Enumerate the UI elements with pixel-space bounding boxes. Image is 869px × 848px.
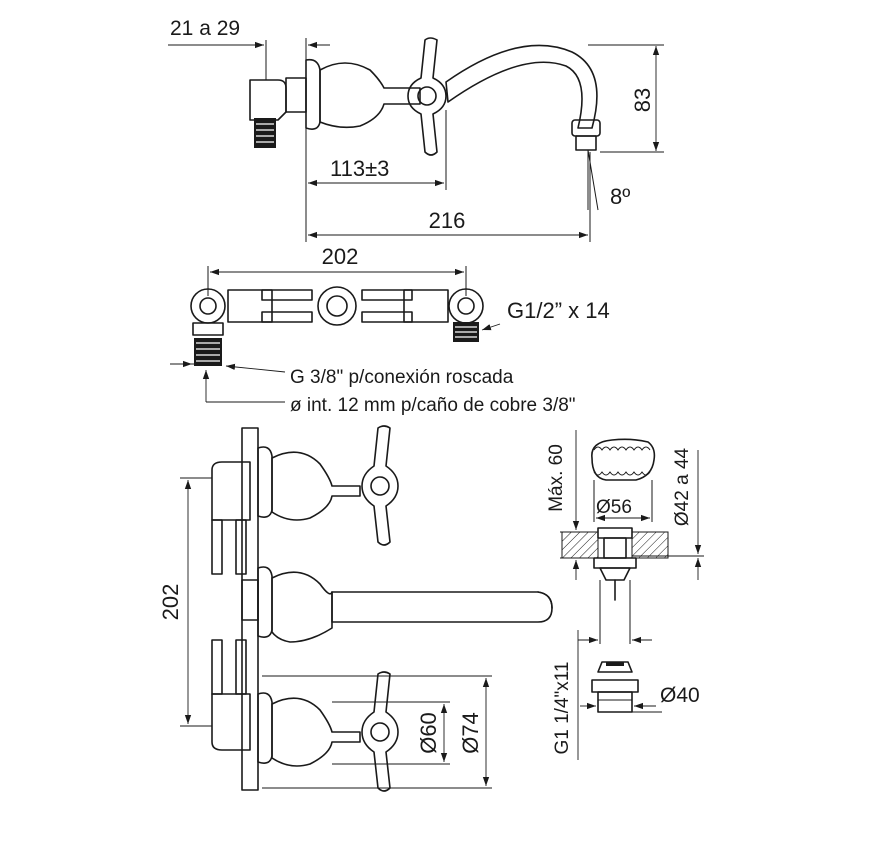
nut-top [591, 679, 639, 693]
port-center [317, 286, 357, 326]
label-connection-line2: ø int. 12 mm p/caño de cobre 3/8" [290, 395, 576, 416]
port-center-inner [326, 295, 348, 317]
thread-marks [196, 342, 220, 362]
label-connection-line1: G 3/8" p/conexión roscada [290, 367, 514, 388]
threaded-fitting-left [194, 338, 222, 366]
label-angle: 8º [610, 184, 630, 209]
nut-body [597, 691, 633, 713]
body-rib [261, 289, 313, 301]
body-rib [261, 311, 313, 323]
handle-hub-top [370, 476, 390, 496]
spout [445, 44, 598, 129]
label-thread: G1 1/4"x11 [552, 661, 573, 754]
port-right-inner [457, 297, 475, 315]
spout-body [271, 571, 333, 643]
counter-section-left [561, 531, 599, 559]
threaded-inlet [254, 118, 276, 148]
elbow-top [211, 461, 251, 521]
rosette-top [257, 446, 273, 518]
drain-head-grip [593, 471, 651, 476]
handle-body-bottom [271, 697, 361, 767]
label-max-thickness: Máx. 60 [546, 444, 567, 512]
rosette-bottom [257, 692, 273, 764]
label-head-diameter: Ø56 [596, 497, 632, 518]
pipe-seg [211, 639, 223, 695]
handle-body-top [271, 451, 361, 521]
aerator [575, 135, 597, 151]
drain-cone [599, 567, 631, 581]
wall-plate [285, 77, 307, 113]
small-washer-mark [606, 662, 624, 666]
side-view [168, 37, 664, 242]
thread-marks [256, 123, 274, 143]
cross-handle-bottom [361, 671, 399, 792]
body-rib [361, 311, 413, 323]
label-spout-height: 83 [630, 88, 655, 112]
counter-section-right [631, 531, 669, 559]
drain-washer [593, 557, 637, 569]
label-handle-offset: 113±3 [330, 156, 389, 181]
label-rosette-outer: Ø74 [458, 712, 483, 754]
body-bar-left [227, 289, 273, 323]
label-thread-spec: G1/2” x 14 [507, 298, 610, 323]
handle-hub [417, 86, 437, 106]
label-front-height: 202 [158, 584, 183, 621]
spout-tip [537, 591, 553, 609]
handle-body [319, 62, 421, 129]
drain-detail [560, 430, 704, 760]
pipe-seg [235, 639, 247, 695]
drain-flange [597, 527, 633, 539]
elbow-bottom [211, 693, 251, 751]
elbow-connector [249, 79, 287, 121]
label-center-distance: 202 [322, 244, 359, 269]
drain-head [591, 438, 656, 481]
pipe-seg [211, 519, 223, 575]
spout-front [331, 591, 553, 623]
cross-handle [407, 37, 447, 156]
top-view [170, 266, 501, 403]
leader-thread-spec [481, 323, 501, 331]
label-nut-diameter: Ø40 [660, 684, 700, 707]
label-wall-range: 21 a 29 [170, 17, 240, 40]
label-rosette-inner: Ø60 [416, 712, 441, 754]
pipe-center [241, 579, 259, 621]
front-view [180, 425, 553, 792]
port-left-inner [199, 297, 217, 315]
body-rib [361, 289, 413, 301]
handle-hub-bottom [370, 722, 390, 742]
pipe-seg [235, 519, 247, 575]
leader-connection [225, 363, 286, 373]
label-total-reach: 216 [429, 208, 466, 233]
cross-handle-top [361, 425, 399, 546]
drain-body [603, 537, 627, 559]
thread-marks [455, 326, 477, 338]
rosette-center [257, 566, 273, 638]
label-hole-range: Ø42 a 44 [672, 447, 693, 526]
fitting-left [192, 322, 224, 336]
drain-head-grip [593, 446, 651, 451]
rosette [305, 58, 321, 130]
body-bar-right [403, 289, 449, 323]
